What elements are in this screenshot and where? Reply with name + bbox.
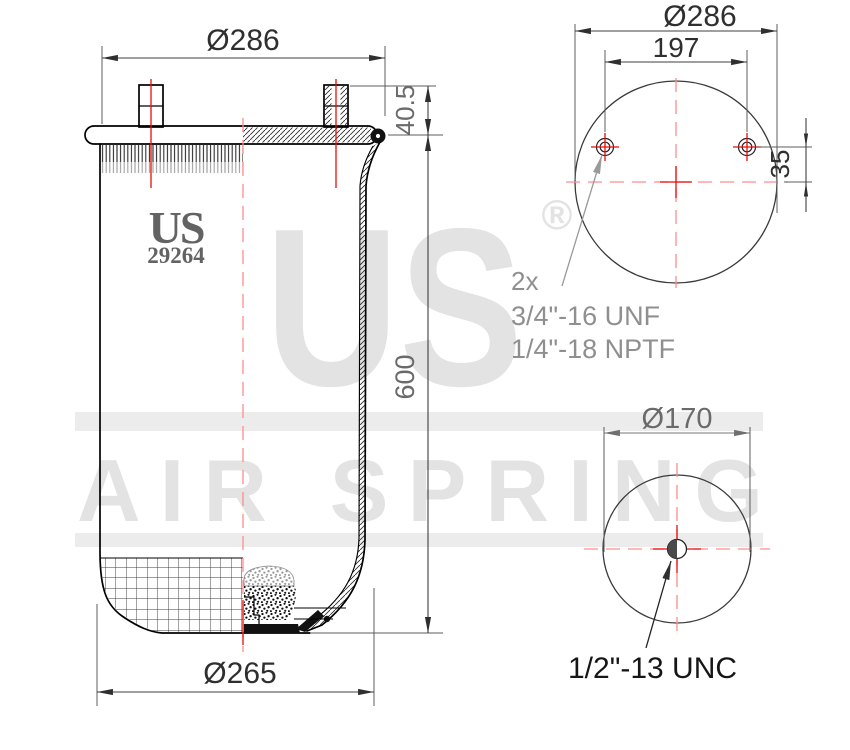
bellows-bottom-grid [100, 557, 243, 632]
bead-plate [84, 125, 386, 145]
callout-qty: 2x [511, 266, 538, 296]
piston-section [243, 565, 346, 633]
dim-top-diameter-label: Ø286 [206, 24, 279, 57]
dim-topview-diameter: Ø286 [574, 0, 778, 213]
callout-leader [561, 154, 603, 287]
callout-thread-2: 1/4"-18 NPTF [511, 334, 675, 364]
stud-hole-right [733, 133, 761, 161]
callout-leader [645, 560, 672, 649]
part-label-brand: US [149, 202, 204, 253]
center-bolt-hole [666, 538, 688, 560]
watermark-band-top [75, 412, 763, 431]
piston-base-plate [244, 624, 300, 633]
dim-overall-height-label: 600 [390, 354, 420, 399]
bellows-rubber-texture [101, 145, 243, 162]
bolt-thread-callout: 1/2"-13 UNC [568, 560, 737, 685]
bottom-view: Ø170 1/2"-13 UNC [568, 403, 770, 685]
callout-thread: 1/2"-13 UNC [568, 652, 737, 685]
dim-bottom-diameter-label: Ø265 [203, 657, 276, 690]
bellows-wall-section [304, 141, 381, 632]
watermark-brand: US [265, 181, 523, 433]
side-view: Ø286 [84, 24, 443, 706]
watermark-band-bottom [75, 533, 763, 547]
dim-stud-offset: 35 [758, 118, 812, 212]
dim-piston-diameter: Ø170 [603, 403, 751, 552]
dim-stud-spacing-label: 197 [653, 32, 700, 63]
dim-bottom-diameter: Ø265 [96, 588, 375, 706]
part-label-number: 29264 [147, 243, 205, 268]
registered-trademark-icon: ® [542, 191, 573, 238]
dim-stud-offset-label: 35 [765, 150, 795, 179]
stud-thread-callout: 2x 3/4"-16 UNF 1/4"-18 NPTF [511, 154, 675, 364]
dim-overall-height: 600 [310, 135, 443, 634]
dim-plate-height-label: 40.5 [390, 85, 420, 136]
dim-plate-height: 40.5 [350, 85, 443, 136]
part-label: US 29264 [147, 202, 206, 268]
dim-stud-spacing: 197 [604, 32, 748, 132]
bellows-rubber-texture-fade [101, 162, 243, 173]
dim-piston-diameter-label: Ø170 [642, 403, 713, 435]
callout-thread-1: 3/4"-16 UNF [511, 301, 660, 331]
piston-body [244, 586, 297, 620]
dim-topview-diameter-label: Ø286 [663, 0, 736, 33]
watermark-tagline: AIR SPRING [77, 441, 763, 540]
top-view: Ø286 197 35 2x 3/4"-16 UNF 1/4"-18 NPTF [511, 0, 812, 364]
stud-hole-left [591, 133, 619, 161]
dim-top-diameter: Ø286 [101, 24, 386, 124]
piston-dome [243, 565, 295, 587]
